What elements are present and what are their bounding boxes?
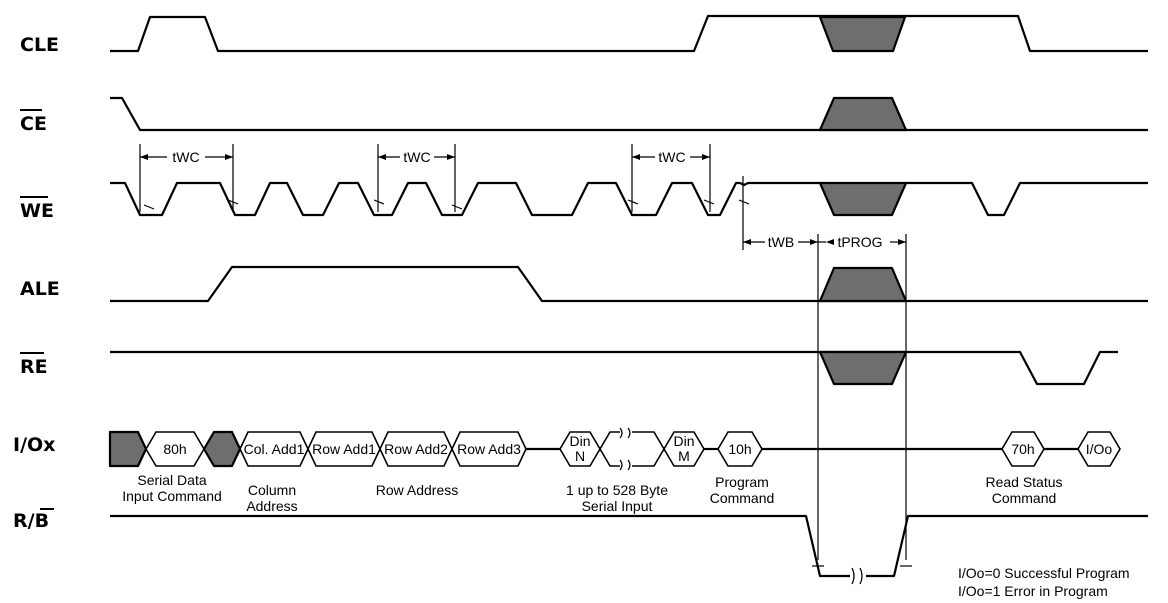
tprog-label: tPROG bbox=[837, 234, 882, 250]
bus-pre-shade bbox=[108, 430, 148, 468]
ce-waveform bbox=[110, 96, 1148, 132]
signal-label-cle: CLE bbox=[20, 34, 59, 56]
caption-address: Address bbox=[246, 498, 297, 514]
twc-label-3: tWC bbox=[658, 149, 685, 165]
twc-label-2: tWC bbox=[403, 149, 430, 165]
ce-busy-shade bbox=[818, 96, 908, 132]
caption-program-command: Command bbox=[710, 490, 775, 506]
re-waveform bbox=[110, 350, 1118, 386]
we-waveform-tail bbox=[906, 181, 1148, 217]
twc-arrow-2 bbox=[378, 154, 455, 160]
bus-break-marks bbox=[619, 427, 631, 471]
bus-din-m-label: Din bbox=[673, 433, 694, 449]
twc-arrow-3 bbox=[632, 154, 710, 160]
bus-row-add2-label: Row Add2 bbox=[384, 441, 448, 457]
twc-label-1: tWC bbox=[172, 149, 199, 165]
bus-70h-label: 70h bbox=[1011, 441, 1034, 457]
re-busy-shade bbox=[818, 350, 908, 386]
bus-din-n-label: Din bbox=[569, 433, 590, 449]
ale-busy-shade bbox=[818, 266, 908, 303]
tprog-markers bbox=[817, 234, 907, 560]
bus-row-add3-label: Row Add3 bbox=[457, 441, 521, 457]
bus-col-add1-label: Col. Add1 bbox=[244, 441, 305, 457]
bus-80h-label: 80h bbox=[163, 441, 186, 457]
caption-row-address: Row Address bbox=[376, 482, 458, 498]
twb-arrow bbox=[743, 239, 818, 245]
bus-m-label: M bbox=[678, 448, 690, 464]
twc-arrow-1 bbox=[140, 154, 233, 160]
rb-break-marks bbox=[851, 567, 863, 585]
signal-label-io: I/Ox bbox=[13, 434, 55, 456]
twb-label: tWB bbox=[768, 234, 794, 250]
caption-serial-input: Serial Input bbox=[582, 498, 653, 514]
rb-bar-letter: B bbox=[35, 510, 49, 532]
bus-ioo-label: I/Oo bbox=[1086, 441, 1113, 457]
bus-post-shade bbox=[202, 430, 242, 468]
ale-waveform bbox=[110, 265, 1148, 303]
caption-up-to: 1 up to 528 Byte bbox=[566, 482, 668, 498]
note-success: I/Oo=0 Successful Program bbox=[958, 565, 1130, 581]
cle-busy-shade bbox=[818, 15, 907, 53]
caption-read-status: Read Status bbox=[985, 474, 1062, 490]
signal-label-ale: ALE bbox=[20, 278, 60, 300]
bus-row-add1-label: Row Add1 bbox=[312, 441, 376, 457]
rb-waveform bbox=[110, 514, 850, 578]
we-waveform bbox=[110, 181, 820, 217]
caption-serial-data: Serial Data bbox=[137, 472, 206, 488]
we-busy-shade bbox=[818, 181, 908, 217]
signal-label-ce: CE bbox=[20, 113, 47, 135]
twc-markers bbox=[139, 144, 744, 250]
rb-waveform-return bbox=[866, 514, 1148, 578]
tprog-arrow bbox=[818, 239, 906, 245]
cle-waveform bbox=[110, 14, 1148, 53]
caption-column: Column bbox=[248, 482, 296, 498]
bus-ioo bbox=[1077, 431, 1121, 467]
caption-program: Program bbox=[715, 474, 769, 490]
rb-prefix: R/ bbox=[13, 510, 35, 532]
bus-n-label: N bbox=[575, 448, 585, 464]
signal-label-we: WE bbox=[20, 200, 54, 222]
note-error: I/Oo=1 Error in Program bbox=[958, 583, 1108, 599]
signal-label-re: RE bbox=[20, 356, 48, 378]
caption-read-status-command: Command bbox=[992, 490, 1057, 506]
caption-input-command: Input Command bbox=[122, 488, 222, 504]
bus-10h-label: 10h bbox=[728, 441, 751, 457]
we-edge-ticks bbox=[143, 199, 750, 210]
signal-label-rb: R/B bbox=[13, 510, 49, 532]
